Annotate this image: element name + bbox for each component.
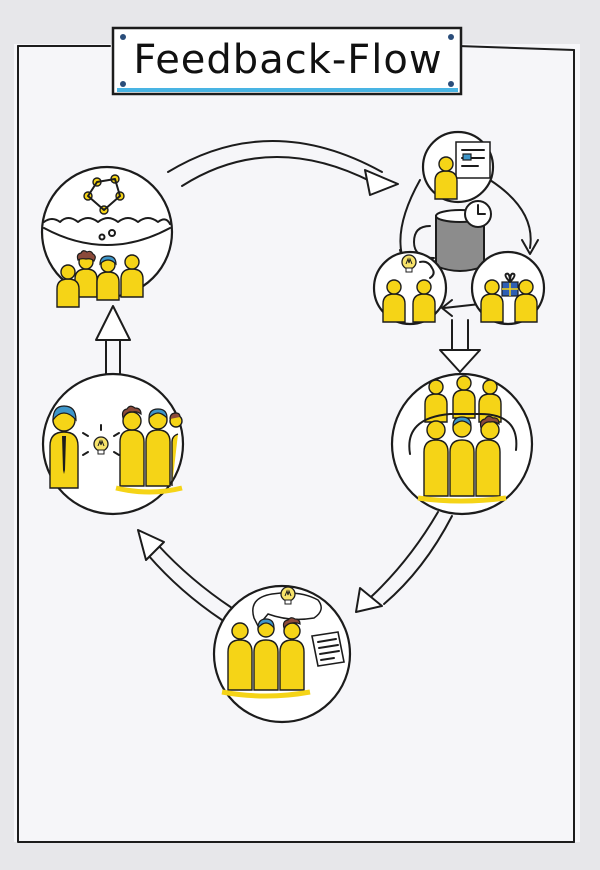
pin-icon bbox=[120, 81, 126, 87]
people-group-icon bbox=[221, 617, 311, 699]
title-card bbox=[111, 26, 463, 96]
people-group-icon bbox=[115, 405, 183, 495]
arrow-manager-to-idea bbox=[95, 305, 131, 376]
stage-presentation-to-manager bbox=[41, 372, 185, 516]
pin-icon bbox=[448, 34, 454, 40]
stage-team-meeting bbox=[390, 372, 534, 516]
meeting-table-icon bbox=[408, 413, 518, 455]
manager-icon bbox=[49, 405, 79, 489]
network-icon bbox=[83, 174, 125, 215]
arrow-document-to-manager bbox=[137, 529, 233, 621]
arrow-meeting-to-document bbox=[355, 511, 453, 613]
people-group-icon bbox=[417, 415, 507, 504]
stage-document-feedback bbox=[212, 584, 352, 724]
pin-icon bbox=[120, 34, 126, 40]
stage-review-cycle bbox=[372, 130, 546, 326]
arrow-idea-to-review bbox=[167, 140, 399, 196]
idea-small-circle bbox=[372, 250, 448, 326]
thought-bubble-icon bbox=[43, 217, 171, 225]
clock-icon bbox=[464, 200, 492, 228]
page-title: Feedback-Flow bbox=[133, 37, 443, 83]
pin-icon bbox=[448, 81, 454, 87]
arrow-review-to-meeting bbox=[439, 319, 481, 373]
stage-idea bbox=[40, 165, 174, 308]
gift-small-circle bbox=[470, 250, 546, 326]
paper-border-left-bottom bbox=[17, 45, 575, 843]
document-icon bbox=[311, 631, 345, 667]
presentation-icon bbox=[421, 130, 495, 204]
flow-arrows bbox=[95, 140, 481, 621]
paper-border-top bbox=[17, 45, 575, 51]
gift-icon bbox=[501, 272, 519, 297]
